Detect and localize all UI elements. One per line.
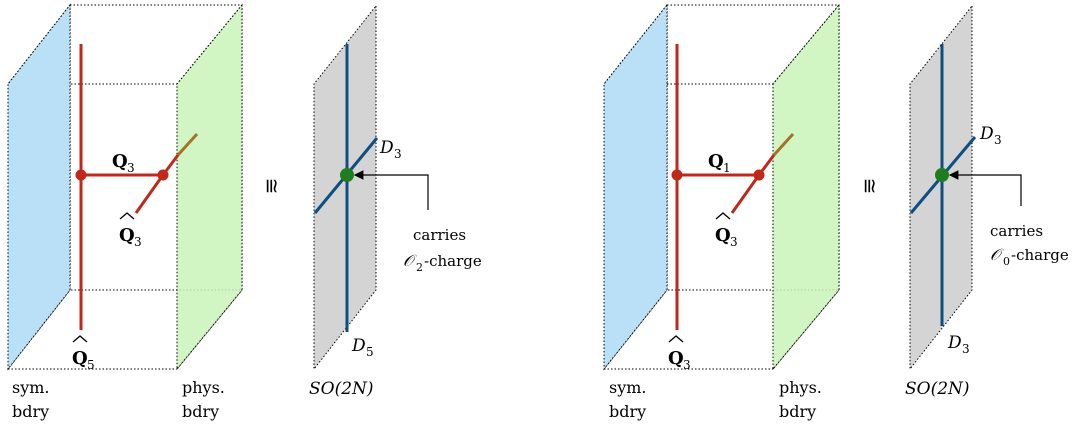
sym-boundary-label-line1: sym. [609,378,647,397]
d-top-subscript: 3 [994,133,1002,147]
q-tail-outside-line [176,132,199,157]
sym-boundary-plane [7,3,71,371]
diagonal-q-label: Q [119,225,135,246]
charge-note-script: 𝒪 [990,245,1004,264]
d-top-label: D [979,124,994,144]
group-label: SO(2N) [905,379,970,399]
bottom-q-subscript: 3 [683,358,691,372]
horizontal-q-label: Q [708,151,724,172]
defect-junction-dot [340,168,354,182]
group-label: SO(2N) [309,379,374,399]
sym-boundary-label-line1: sym. [12,378,50,397]
d-bottom-label: D [351,336,366,356]
diagonal-q-subscript: 3 [134,235,142,249]
q-diagonal-line [134,174,165,214]
q-tail-outside-line [772,132,795,157]
d-bottom-subscript: 3 [962,342,970,356]
figure-right: Q 1 Q 3 Q 3 sym. bdry phys. bdry ≅ D 3 D… [603,3,1069,421]
sym-boundary-label-line2: bdry [12,402,49,421]
charge-note-script: 𝒪 [403,251,417,270]
charge-note-subscript: 2 [416,261,423,274]
junction-left-dot [75,169,87,181]
junction-right-dot [753,169,765,181]
phys-boundary-label-line1: phys. [779,378,822,397]
charge-note-subscript: 0 [1003,255,1010,268]
phys-boundary-label-line2: bdry [182,402,219,421]
q-diagonal-line [730,174,761,214]
junction-left-dot [671,169,683,181]
bottom-q-subscript: 5 [87,358,95,372]
d-bottom-label: D [947,333,962,353]
charge-note-suffix: -charge [424,252,482,270]
bottom-q-label: Q [72,348,88,369]
charge-note-line1: carries [413,226,466,244]
d-top-label: D [379,138,394,158]
junction-right-dot [157,169,169,181]
horizontal-q-subscript: 1 [723,161,731,175]
charge-arrow [948,170,1022,206]
d-top-subscript: 3 [394,147,402,161]
iso-symbol: ≅ [260,178,284,195]
iso-symbol: ≅ [858,178,882,195]
charge-note-suffix: -charge [1011,246,1069,264]
bottom-q-label: Q [668,348,684,369]
diagonal-q-subscript: 3 [730,235,738,249]
phys-boundary-plane [772,3,840,371]
sym-boundary-plane [603,3,668,371]
charge-arrow [353,170,429,210]
phys-boundary-plane [176,3,243,371]
defect-plane [313,4,377,371]
horizontal-q-label: Q [112,151,128,172]
diagonal-q-label: Q [715,225,731,246]
defect-junction-dot [935,168,949,182]
sym-boundary-label-line2: bdry [609,402,646,421]
phys-boundary-label-line2: bdry [779,402,816,421]
charge-note-line1: carries [990,222,1043,240]
phys-boundary-label-line1: phys. [182,378,225,397]
figure-left: Q 3 Q 3 Q 5 sym. bdry phys. bdry ≅ D 3 D… [7,3,482,421]
d-bottom-subscript: 5 [366,345,374,359]
horizontal-q-subscript: 3 [127,161,135,175]
